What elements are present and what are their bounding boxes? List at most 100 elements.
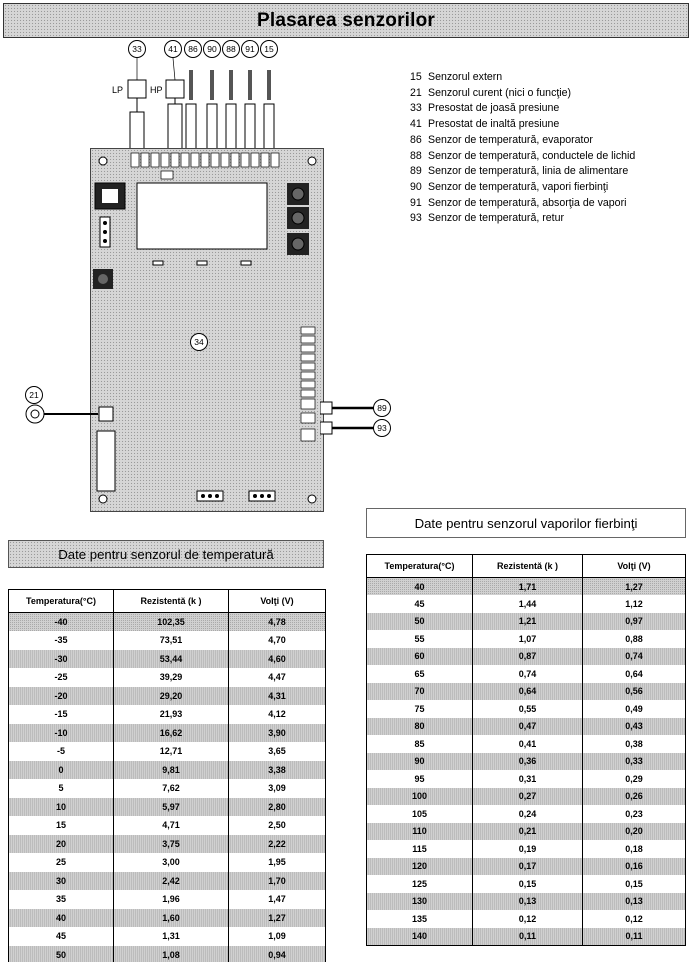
table-cell: -35: [8, 631, 114, 650]
table-cell: 4,31: [228, 686, 326, 705]
callout-90: 90: [203, 40, 221, 58]
display-window: [136, 182, 268, 250]
table-cell: 45: [8, 927, 114, 946]
table-cell: 0,12: [472, 910, 583, 928]
table-cell: 0,56: [582, 682, 686, 700]
table-cell: 0,36: [472, 752, 583, 770]
table-cell: 3,38: [228, 760, 326, 779]
table-cell: 0,16: [582, 857, 686, 875]
table-cell: 2,22: [228, 834, 326, 853]
table-cell: 10: [8, 797, 114, 816]
table-cell: 20: [8, 834, 114, 853]
table-cell: 0,55: [472, 700, 583, 718]
table-cell: 0,24: [472, 805, 583, 823]
callout-34: 34: [190, 333, 208, 351]
table-cell: 0,19: [472, 840, 583, 858]
table-cell: 1,96: [113, 890, 229, 909]
table-cell: 0,11: [472, 927, 583, 946]
table-cell: 1,07: [472, 630, 583, 648]
table-cell: 9,81: [113, 760, 229, 779]
callout-93: 93: [373, 419, 391, 437]
table-cell: 3,09: [228, 779, 326, 798]
table-cell: 2,42: [113, 871, 229, 890]
table-cell: 0,21: [472, 822, 583, 840]
table-cell: 30: [8, 871, 114, 890]
temperature-probes-icon: [185, 70, 275, 151]
hp-switch-icon: [165, 79, 185, 99]
table-cell: 73,51: [113, 631, 229, 650]
callout-33: 33: [128, 40, 146, 58]
table-cell: 125: [366, 875, 473, 893]
table-cell: 0,47: [472, 717, 583, 735]
table-cell: 0,18: [582, 840, 686, 858]
table-cell: 40: [366, 577, 473, 595]
table-cell: 110: [366, 822, 473, 840]
page-title-bar: Plasarea senzorilor: [3, 3, 689, 38]
table-cell: 1,47: [228, 890, 326, 909]
table-cell: 4,47: [228, 668, 326, 687]
table-cell: -5: [8, 742, 114, 761]
hp-label: HP: [150, 85, 163, 95]
table-cell: 21,93: [113, 705, 229, 724]
table-cell: 1,27: [582, 577, 686, 595]
table-cell: 1,27: [228, 908, 326, 927]
table-cell: 53,44: [113, 649, 229, 668]
column-header: Volţi (V): [228, 589, 326, 613]
table-cell: 60: [366, 647, 473, 665]
table-cell: 1,12: [582, 595, 686, 613]
column-header: Volţi (V): [582, 554, 686, 578]
board-components: [93, 152, 317, 504]
page-title: Plasarea senzorilor: [256, 9, 436, 31]
temp-table-caption: Date pentru senzorul de temperatură: [8, 540, 324, 568]
temp-sensor-table: Temperatura(°C) Rezistentă (k ) Volţi (V…: [8, 589, 326, 962]
table-cell: 1,21: [472, 612, 583, 630]
table-cell: 0,12: [582, 910, 686, 928]
table-cell: 4,60: [228, 649, 326, 668]
table-cell: 0: [8, 760, 114, 779]
table-cell: 1,70: [228, 871, 326, 890]
table-cell: 90: [366, 752, 473, 770]
table-cell: 140: [366, 927, 473, 946]
table-cell: 25: [8, 853, 114, 872]
table-cell: -40: [8, 612, 114, 631]
table-cell: 40: [8, 908, 114, 927]
callout-86: 86: [184, 40, 202, 58]
table-cell: 0,64: [472, 682, 583, 700]
table-cell: 0,94: [228, 945, 326, 962]
lp-switch-icon: [127, 79, 147, 99]
table-cell: 0,20: [582, 822, 686, 840]
table-cell: 15: [8, 816, 114, 835]
table-cell: -30: [8, 649, 114, 668]
table-cell: 0,31: [472, 770, 583, 788]
table-cell: 102,35: [113, 612, 229, 631]
